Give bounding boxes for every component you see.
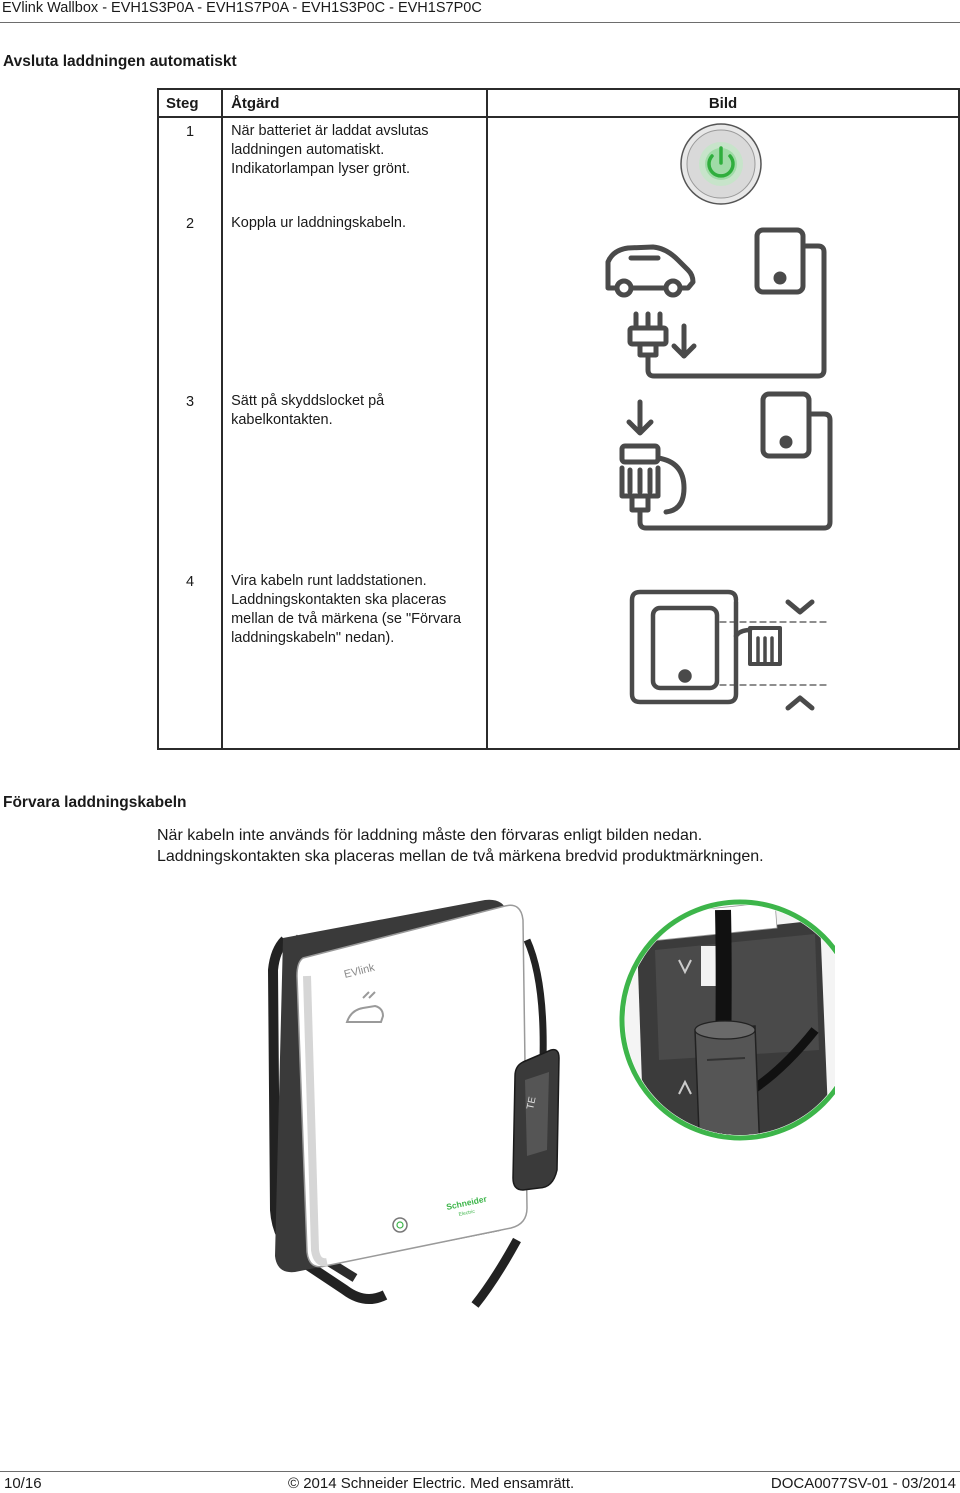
step-number: 1 (156, 117, 224, 210)
steps-table: Steg Åtgärd Bild 1 När batteriet är ladd… (156, 88, 960, 750)
step-action-line: Koppla ur laddningskabeln. (231, 215, 407, 231)
step-action: Koppla ur laddningskabeln. (221, 210, 488, 388)
wallbox-storage-illustration: EVlink Schneider Electric TE (267, 899, 835, 1308)
maker-logo-sub: Electric (458, 1209, 476, 1218)
paragraph-line: När kabeln inte används för laddning mås… (157, 827, 703, 844)
power-button-icon (392, 1217, 408, 1233)
step-action: När batteriet är laddat avslutas laddnin… (221, 117, 488, 210)
step-action-line: Indikatorlampan lyser grönt. (231, 161, 410, 177)
step-number: 4 (156, 568, 224, 750)
store-cable-text: När kabeln inte används för laddning mås… (157, 825, 764, 867)
col-header-bild: Bild (486, 88, 960, 118)
wrap-cable-icon (629, 589, 829, 711)
step-number: 3 (156, 388, 224, 568)
col-header-atgard: Åtgärd (221, 88, 488, 118)
step-action-line: Sätt på skyddslocket på (231, 393, 385, 409)
step-action: Sätt på skyddslocket på kabelkontakten. (221, 388, 488, 568)
step-action-line: När batteriet är laddat avslutas (231, 123, 429, 139)
step-action-line: kabelkontakten. (231, 412, 333, 428)
section-heading-auto-stop: Avsluta laddningen automatiskt (3, 53, 237, 70)
protective-cap-icon (619, 391, 833, 531)
table-header-row: Steg Åtgärd Bild (156, 88, 960, 118)
step-image (486, 568, 960, 750)
page-number: 10/16 (4, 1475, 42, 1492)
ev-logo-icon (345, 991, 385, 1023)
step-action-line: laddningskabeln" nedan). (231, 630, 395, 646)
section-heading-store-cable: Förvara laddningskabeln (3, 794, 187, 811)
step-action-line: mellan de två märkena (se "Förvara (231, 611, 462, 627)
step-image (486, 210, 960, 388)
step-action-line: Laddningskontakten ska placeras (231, 592, 447, 608)
unplug-cable-icon (605, 227, 827, 379)
step-image (486, 117, 960, 210)
step-number: 2 (156, 210, 224, 388)
power-indicator-icon (680, 123, 762, 205)
step-action: Vira kabeln runt laddstationen. Laddning… (221, 568, 488, 750)
plug-label: TE (525, 1096, 538, 1111)
step-action-line: Vira kabeln runt laddstationen. (231, 573, 427, 589)
paragraph-line: Laddningskontakten ska placeras mellan d… (157, 848, 764, 865)
table-row: 1 När batteriet är laddat avslutas laddn… (156, 117, 960, 210)
table-row: 3 Sätt på skyddslocket på kabelkontakten… (156, 388, 960, 568)
zoom-detail (625, 905, 835, 1135)
table-row: 2 Koppla ur laddningskabeln. (156, 210, 960, 388)
page-footer: 10/16 © 2014 Schneider Electric. Med ens… (0, 1471, 960, 1493)
copyright: © 2014 Schneider Electric. Med ensamrätt… (288, 1475, 575, 1492)
step-action-line: laddningen automatiskt. (231, 142, 385, 158)
table-row: 4 Vira kabeln runt laddstationen. Laddni… (156, 568, 960, 750)
page-header: EVlink Wallbox - EVH1S3P0A - EVH1S7P0A -… (0, 0, 960, 23)
step-image (486, 388, 960, 568)
col-header-steg: Steg (156, 88, 224, 118)
header-title: EVlink Wallbox - EVH1S3P0A - EVH1S7P0A -… (2, 0, 482, 16)
doc-id: DOCA0077SV-01 - 03/2014 (770, 1475, 956, 1492)
